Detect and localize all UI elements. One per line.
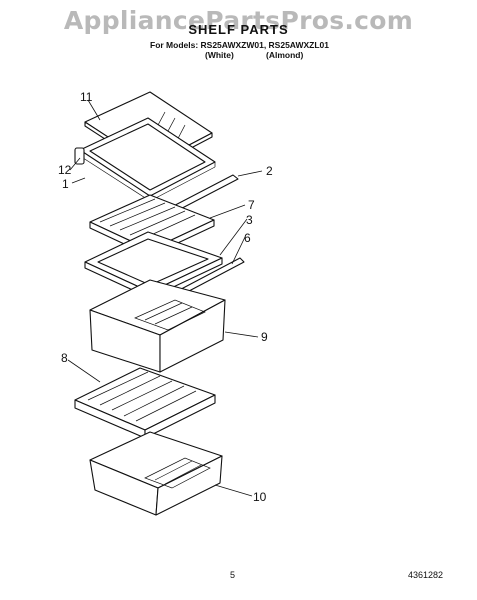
callout-9: 9 bbox=[261, 330, 268, 344]
callout-8: 8 bbox=[61, 351, 68, 365]
document-number: 4361282 bbox=[408, 570, 444, 580]
model-numbers: For Models: RS25AWXZW01, RS25AWXZL01 bbox=[150, 40, 330, 50]
callout-11: 11 bbox=[80, 90, 93, 104]
color-white-label: (White) bbox=[205, 50, 234, 60]
callout-7: 7 bbox=[248, 198, 255, 212]
callout-3: 3 bbox=[246, 213, 253, 227]
shelf-frame-part-1 bbox=[74, 117, 216, 202]
page-title: SHELF PARTS bbox=[188, 22, 289, 37]
lower-crisper-drawer-part-10 bbox=[89, 431, 223, 516]
lower-cover-part-8 bbox=[74, 367, 216, 439]
crisper-cover-part-7 bbox=[89, 194, 215, 257]
color-almond-label: (Almond) bbox=[266, 50, 304, 60]
leader-lines bbox=[67, 99, 263, 497]
upper-crisper-drawer-part-9 bbox=[89, 279, 226, 373]
callout-12: 12 bbox=[58, 163, 72, 177]
callout-1: 1 bbox=[62, 177, 69, 191]
page-number: 5 bbox=[230, 570, 236, 580]
callout-10: 10 bbox=[253, 490, 267, 504]
callout-6: 6 bbox=[244, 231, 251, 245]
callout-2: 2 bbox=[266, 164, 273, 178]
watermark: AppliancePartsPros.com bbox=[63, 6, 414, 35]
